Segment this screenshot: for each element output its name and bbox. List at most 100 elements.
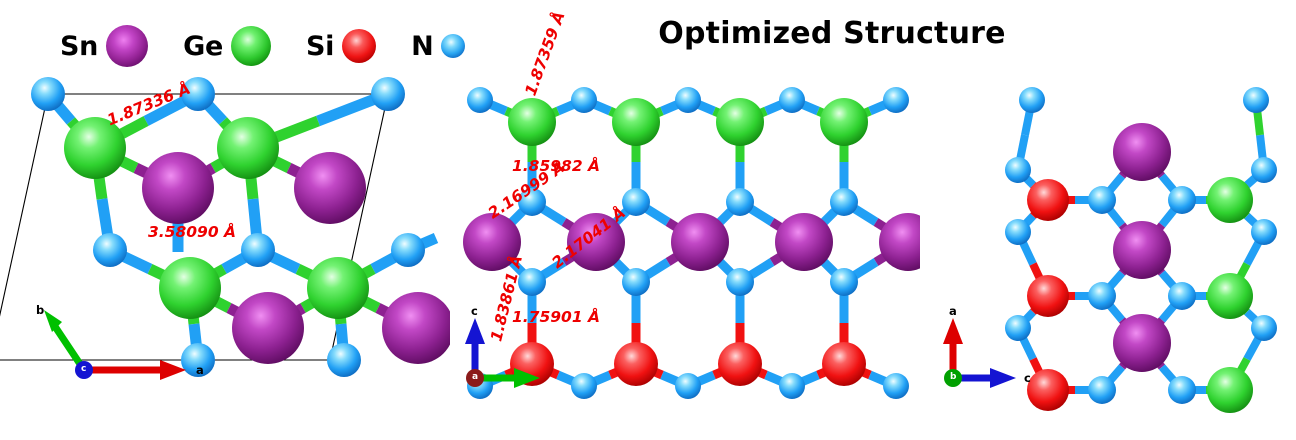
atom-n bbox=[779, 373, 805, 399]
atom-n bbox=[241, 233, 275, 267]
front-view-canvas bbox=[943, 87, 1277, 413]
atom-n bbox=[31, 77, 65, 111]
atom-sn bbox=[142, 152, 214, 224]
axis-widget-top-view bbox=[44, 310, 186, 380]
legend-item-sn: Sn bbox=[60, 24, 149, 68]
atom-n bbox=[518, 268, 546, 296]
atom-n bbox=[1005, 157, 1031, 183]
legend-label-ge: Ge bbox=[183, 30, 223, 62]
structure-panel-side-view: 1.87359 Å 1.85982 Å 2.16999 Å 2.17041 Å … bbox=[450, 9, 920, 440]
atom-ge bbox=[217, 117, 279, 179]
atom-n bbox=[571, 373, 597, 399]
axis-origin-c bbox=[75, 361, 93, 379]
atom-sn bbox=[232, 292, 304, 364]
atom-n bbox=[1088, 282, 1116, 310]
atom-n bbox=[830, 268, 858, 296]
atom-sn bbox=[382, 292, 450, 364]
atom-sn bbox=[671, 213, 729, 271]
atom-n bbox=[467, 87, 493, 113]
atom-sn bbox=[567, 213, 625, 271]
atom-sn bbox=[879, 213, 920, 271]
axis-arrow-a bbox=[84, 360, 186, 380]
atom-n bbox=[181, 343, 215, 377]
atom-sn bbox=[1113, 221, 1171, 279]
atom-ge bbox=[820, 98, 868, 146]
atom-n bbox=[327, 343, 361, 377]
axis-arrow-c bbox=[953, 368, 1016, 388]
axis-widget-side-view bbox=[465, 318, 540, 388]
atom-ge bbox=[1207, 177, 1253, 223]
legend-item-si: Si bbox=[306, 28, 377, 64]
atom-n bbox=[1168, 282, 1196, 310]
atom-n bbox=[883, 87, 909, 113]
axis-widget-front-view bbox=[943, 318, 1016, 388]
axis-origin-a bbox=[466, 369, 484, 387]
atom-n bbox=[371, 77, 405, 111]
atom-n bbox=[1243, 87, 1269, 113]
atom-sphere-icon-si bbox=[342, 29, 377, 63]
atom-ge bbox=[508, 98, 556, 146]
axis-origin-b bbox=[944, 369, 962, 387]
atom-si bbox=[614, 342, 658, 386]
top-view-canvas bbox=[0, 77, 450, 380]
atom-n bbox=[1088, 186, 1116, 214]
atom-n bbox=[726, 268, 754, 296]
atom-n bbox=[1005, 315, 1031, 341]
atom-group bbox=[1005, 87, 1277, 413]
atom-n bbox=[518, 188, 546, 216]
legend-label-n: N bbox=[411, 30, 434, 62]
atom-sphere-icon-n bbox=[441, 34, 466, 58]
atom-n bbox=[779, 87, 805, 113]
atom-n bbox=[1005, 219, 1031, 245]
atom-sn bbox=[775, 213, 833, 271]
atom-sn bbox=[294, 152, 366, 224]
atom-si bbox=[1027, 179, 1069, 221]
atom-ge bbox=[716, 98, 764, 146]
atom-sn bbox=[1113, 123, 1171, 181]
legend-label-si: Si bbox=[305, 30, 335, 62]
atom-n bbox=[1088, 376, 1116, 404]
structure-panel-top-view: 1.87336 Å 3.58090 Å b a c bbox=[0, 60, 450, 440]
legend-item-ge: Ge bbox=[183, 25, 272, 67]
atom-sphere-icon-ge bbox=[230, 26, 271, 66]
atom-n bbox=[726, 188, 754, 216]
atom-n bbox=[1251, 315, 1277, 341]
atom-ge bbox=[159, 257, 221, 319]
atom-n bbox=[830, 188, 858, 216]
axis-arrow-b bbox=[44, 310, 87, 372]
atom-si bbox=[718, 342, 762, 386]
atom-ge bbox=[64, 117, 126, 179]
atom-n bbox=[1168, 186, 1196, 214]
element-legend: Sn Ge bbox=[60, 18, 500, 74]
structure-panel-front-view: a c b bbox=[920, 60, 1296, 440]
atom-n bbox=[181, 77, 215, 111]
atom-n bbox=[622, 188, 650, 216]
atom-n bbox=[675, 373, 701, 399]
legend-label-sn: Sn bbox=[60, 30, 99, 62]
side-view-canvas bbox=[463, 87, 920, 399]
atom-sn bbox=[463, 213, 521, 271]
atom-ge bbox=[1207, 273, 1253, 319]
atom-sn bbox=[1113, 314, 1171, 372]
atom-n bbox=[1251, 219, 1277, 245]
atom-sphere-icon-sn bbox=[106, 25, 149, 67]
atom-ge bbox=[612, 98, 660, 146]
atom-n bbox=[883, 373, 909, 399]
atom-n bbox=[1168, 376, 1196, 404]
atom-n bbox=[93, 233, 127, 267]
atom-ge bbox=[307, 257, 369, 319]
atom-group bbox=[31, 77, 450, 377]
atom-si bbox=[1027, 369, 1069, 411]
atom-n bbox=[1019, 87, 1045, 113]
atom-si bbox=[822, 342, 866, 386]
atom-ge bbox=[1207, 367, 1253, 413]
atom-si bbox=[1027, 275, 1069, 317]
atom-n bbox=[675, 87, 701, 113]
atom-n bbox=[1251, 157, 1277, 183]
atom-n bbox=[571, 87, 597, 113]
atom-n bbox=[391, 233, 425, 267]
atom-group bbox=[463, 87, 920, 399]
atom-n bbox=[622, 268, 650, 296]
figure-title-text: Optimized Structure bbox=[658, 16, 1006, 51]
